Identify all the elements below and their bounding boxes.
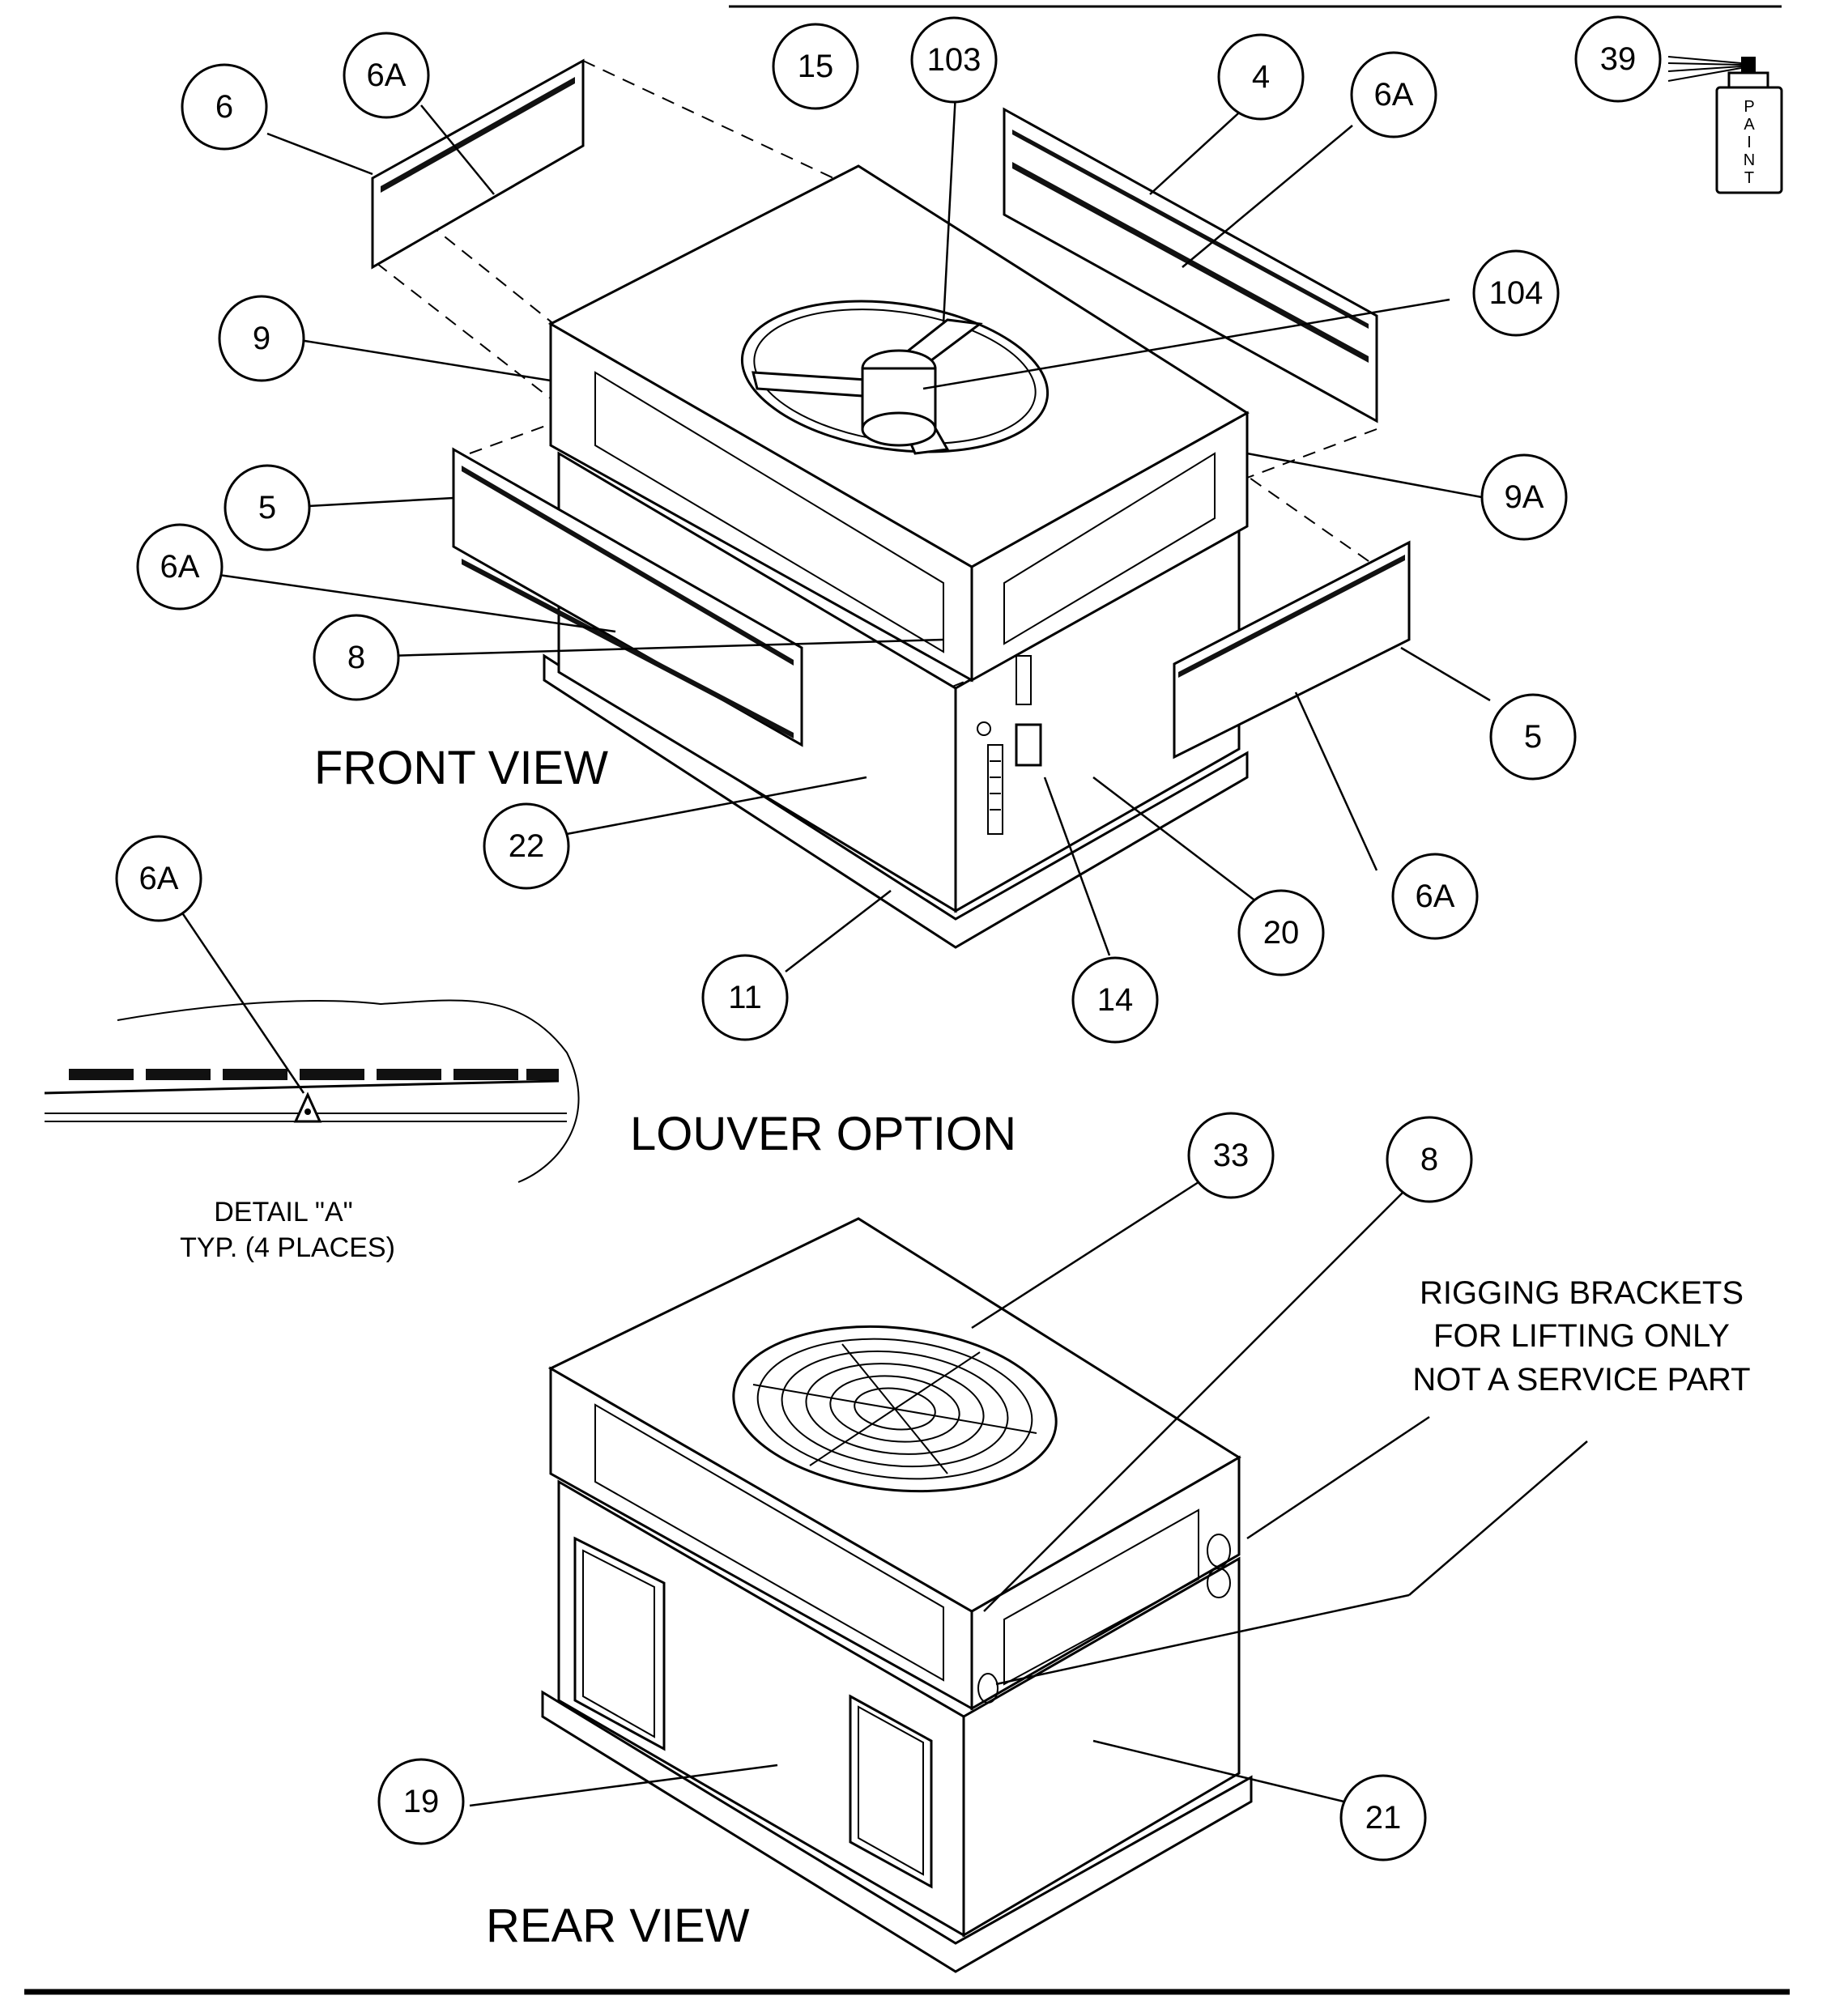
callout-21: 21	[1339, 1774, 1427, 1861]
rigging-line-2: FOR LIFTING ONLY	[1433, 1318, 1730, 1354]
callout-number: 9A	[1505, 479, 1544, 515]
callout-19: 19	[377, 1758, 465, 1845]
paint-letter: T	[1744, 169, 1754, 187]
front-view-label: FRONT VIEW	[314, 742, 608, 794]
callout-number: 4	[1252, 59, 1270, 95]
callout-8: 8	[313, 614, 400, 701]
paint-letter: N	[1744, 151, 1755, 169]
callout-103: 103	[910, 16, 998, 104]
callout-number: 6A	[1416, 879, 1455, 914]
detail-a-title: DETAIL "A"	[214, 1197, 353, 1228]
detail-a: DETAIL "A" TYP. (4 PLACES)	[44, 906, 580, 1263]
callout-number: 6A	[367, 57, 407, 93]
panel-6	[371, 58, 585, 270]
callout-6a: 6A	[1350, 51, 1437, 138]
paint-letter: P	[1744, 98, 1754, 116]
detail-a-typ: TYP. (4 PLACES)	[180, 1232, 395, 1263]
rigging-line-1: RIGGING BRACKETS	[1420, 1275, 1744, 1311]
callout-number: 6	[215, 89, 233, 125]
rigging-line-3: NOT A SERVICE PART	[1412, 1362, 1750, 1398]
callout-6a: 6A	[115, 835, 202, 922]
callout-number: 6A	[160, 549, 200, 585]
front-leaders	[218, 92, 1491, 972]
rear-leaders	[469, 1181, 1588, 1807]
rear-view-label: REAR VIEW	[486, 1900, 750, 1952]
callout-number: 104	[1489, 275, 1544, 311]
paint-spray-can-icon: P A I N T	[1667, 56, 1783, 194]
callout-number: 39	[1600, 41, 1637, 77]
louver-option-label: LOUVER OPTION	[630, 1108, 1016, 1160]
callout-number: 15	[798, 49, 834, 84]
callout-number: 8	[1420, 1142, 1438, 1177]
rear-view-unit	[541, 1217, 1253, 1973]
paint-letter: A	[1744, 116, 1755, 134]
callout-number: 8	[347, 640, 365, 675]
callout-number: 5	[258, 490, 276, 525]
callout-number: 14	[1097, 982, 1134, 1018]
callout-number: 20	[1263, 915, 1300, 951]
callout-5: 5	[224, 464, 311, 551]
callout-number: 6A	[139, 861, 179, 896]
callout-11: 11	[701, 954, 789, 1041]
callout-14: 14	[1071, 956, 1159, 1044]
callout-6a: 6A	[343, 32, 430, 119]
callout-20: 20	[1237, 889, 1325, 976]
callout-number: 6A	[1374, 77, 1414, 113]
callout-number: 5	[1524, 719, 1542, 755]
rigging-note: RIGGING BRACKETS FOR LIFTING ONLY NOT A …	[1412, 1275, 1750, 1398]
paint-letter: I	[1747, 134, 1752, 151]
callout-number: 11	[728, 980, 762, 1015]
callout-104: 104	[1472, 249, 1560, 337]
callout-number: 22	[509, 828, 545, 864]
callout-number: 21	[1365, 1800, 1402, 1836]
callout-6: 6	[181, 63, 268, 151]
callout-number: 19	[403, 1784, 440, 1819]
callout-9a: 9A	[1480, 453, 1568, 541]
callout-number: 9	[253, 321, 270, 356]
callout-4: 4	[1217, 33, 1305, 121]
callout-6a: 6A	[136, 523, 224, 611]
callout-33: 33	[1187, 1112, 1275, 1199]
panel-5-right	[1173, 540, 1411, 759]
callout-15: 15	[772, 23, 859, 110]
panel-4	[1003, 107, 1378, 423]
callout-9: 9	[218, 295, 305, 382]
callout-number: 103	[927, 42, 981, 78]
callout-8: 8	[1386, 1116, 1473, 1203]
callout-6a: 6A	[1391, 853, 1479, 940]
callout-number: 33	[1213, 1138, 1250, 1173]
callout-22: 22	[483, 802, 570, 890]
callout-39: 39	[1574, 15, 1662, 103]
callout-5: 5	[1489, 693, 1577, 781]
